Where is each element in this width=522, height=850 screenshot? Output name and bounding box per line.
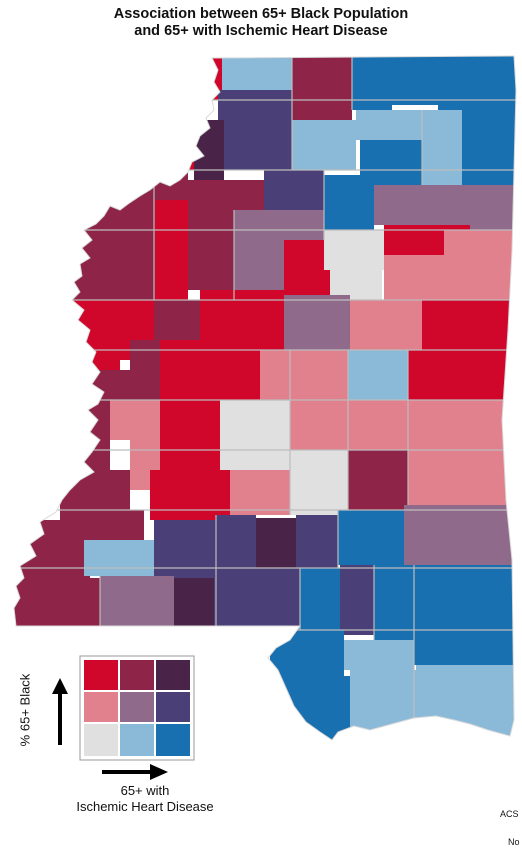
county — [414, 565, 516, 635]
county — [408, 450, 516, 505]
county — [84, 540, 154, 576]
county — [284, 295, 350, 350]
cutoff-text-b: No — [508, 837, 520, 847]
county — [154, 300, 200, 340]
county — [276, 676, 324, 740]
county — [374, 185, 434, 225]
county — [290, 450, 348, 515]
legend-cell-low-black-mid-ihd — [120, 724, 154, 756]
legend-cell-mid-black-low-ihd — [84, 692, 118, 722]
county — [100, 576, 174, 630]
cutoff-text-a: ACS — [500, 809, 519, 819]
county — [188, 220, 234, 290]
county — [264, 170, 324, 210]
county — [218, 90, 292, 120]
legend-y-label: % 65+ Black — [17, 673, 33, 747]
county — [384, 255, 444, 300]
county — [422, 300, 516, 350]
county — [340, 565, 374, 635]
county — [300, 568, 340, 630]
county — [130, 340, 160, 400]
legend-cell-mid-black-high-ihd — [156, 692, 190, 722]
county — [155, 200, 188, 300]
legend-cell-low-black-low-ihd — [84, 724, 118, 756]
county — [284, 240, 330, 295]
county — [318, 630, 344, 676]
x-axis-arrow — [102, 764, 168, 780]
county — [348, 450, 408, 510]
county — [150, 100, 194, 170]
county — [408, 400, 516, 450]
legend-x-label: 65+ with Ischemic Heart Disease — [40, 783, 250, 815]
county — [292, 120, 356, 170]
county — [110, 210, 155, 300]
legend-x-label-line-1: 65+ with — [120, 783, 170, 798]
county — [352, 56, 392, 110]
county — [338, 510, 404, 565]
county — [462, 110, 516, 185]
county — [290, 400, 348, 450]
county — [344, 640, 414, 670]
county — [348, 350, 408, 400]
county — [256, 518, 296, 568]
county — [216, 515, 256, 575]
legend-cell-mid-black-mid-ihd — [120, 692, 154, 722]
county — [110, 400, 160, 440]
county — [324, 676, 350, 740]
county — [350, 670, 416, 740]
county — [324, 230, 384, 270]
county — [438, 56, 488, 110]
county — [84, 510, 144, 540]
county — [222, 56, 292, 90]
county — [290, 350, 348, 400]
county — [356, 110, 422, 140]
county — [224, 120, 292, 170]
county — [60, 300, 120, 370]
county — [220, 400, 290, 470]
county — [174, 578, 214, 630]
state-outline — [13, 55, 517, 741]
county — [260, 350, 290, 400]
county — [150, 470, 230, 520]
legend-x-label-line-2: Ischemic Heart Disease — [76, 799, 214, 814]
map-title: Association between 65+ Black Population… — [0, 6, 522, 40]
county — [14, 578, 100, 630]
county — [160, 400, 220, 470]
title-line-1: Association between 65+ Black Population — [113, 6, 409, 22]
county — [416, 665, 516, 740]
county — [296, 515, 338, 568]
y-axis-arrow — [52, 678, 68, 745]
county — [414, 635, 516, 665]
legend-cell-high-black-low-ihd — [84, 660, 118, 690]
title-line-2: and 65+ with Ischemic Heart Disease — [134, 23, 388, 39]
county — [392, 56, 438, 105]
county — [20, 520, 90, 580]
county — [154, 520, 216, 578]
county — [348, 400, 408, 450]
county — [324, 175, 374, 230]
legend-cell-low-black-high-ihd — [156, 724, 190, 756]
county — [60, 230, 110, 300]
county — [422, 110, 462, 185]
county — [374, 565, 414, 640]
legend-cell-high-black-high-ihd — [156, 660, 190, 690]
county — [234, 210, 324, 240]
legend-cell-high-black-mid-ihd — [120, 660, 154, 690]
county — [230, 470, 300, 515]
county — [214, 575, 248, 630]
bivariate-legend — [79, 655, 195, 761]
county — [160, 340, 260, 400]
county — [434, 185, 516, 230]
county — [408, 350, 516, 400]
county — [444, 230, 516, 300]
county — [292, 56, 352, 120]
county — [404, 505, 516, 565]
county — [350, 300, 422, 350]
county — [248, 568, 300, 630]
